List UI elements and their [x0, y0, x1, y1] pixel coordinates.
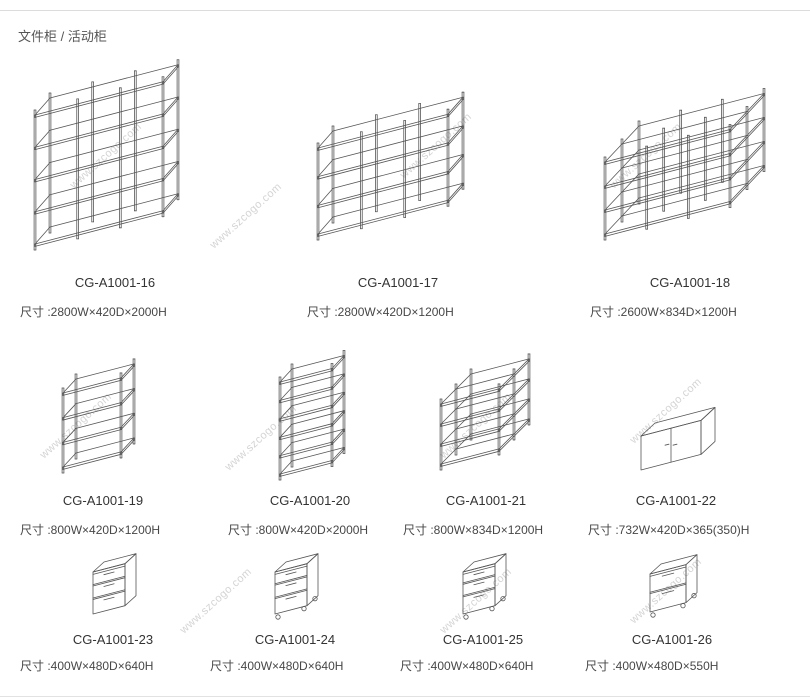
product-dims: 尺寸 :2800W×420D×2000H	[20, 305, 167, 319]
product-card-cg-a1001-18[interactable]: CG-A1001-18 尺寸 :2600W×834D×1200H	[575, 55, 805, 320]
product-dims: 尺寸 :2600W×834D×1200H	[590, 305, 737, 319]
product-card-cg-a1001-17[interactable]: CG-A1001-17 尺寸 :2800W×420D×1200H	[283, 55, 513, 320]
product-dims: 尺寸 :800W×834D×1200H	[403, 523, 544, 537]
product-code: CG-A1001-23	[72, 632, 154, 647]
product-card-cg-a1001-26[interactable]: CG-A1001-26 尺寸 :400W×480D×550H	[572, 552, 772, 674]
product-drawing-cg-a1001-17	[316, 91, 465, 241]
product-code: CG-A1001-22	[635, 493, 717, 508]
page-title: 文件柜 / 活动柜	[18, 29, 107, 44]
product-drawing-cg-a1001-23	[92, 553, 137, 615]
product-code: CG-A1001-17	[357, 275, 439, 290]
product-drawing-cg-a1001-19	[61, 358, 136, 474]
product-card-cg-a1001-22[interactable]: CG-A1001-22 尺寸 :732W×420D×365(350)H	[576, 340, 776, 538]
product-drawing-cg-a1001-24	[274, 553, 319, 620]
product-dims: 尺寸 :732W×420D×365(350)H	[588, 523, 750, 537]
product-drawing-cg-a1001-25	[462, 553, 507, 620]
product-dims: 尺寸 :400W×480D×640H	[400, 659, 534, 673]
product-code: CG-A1001-19	[62, 493, 144, 508]
product-card-cg-a1001-19[interactable]: CG-A1001-19 尺寸 :800W×420D×1200H	[3, 340, 203, 538]
product-card-cg-a1001-25[interactable]: CG-A1001-25 尺寸 :400W×480D×640H	[383, 552, 583, 674]
product-dims: 尺寸 :800W×420D×1200H	[20, 523, 161, 537]
product-card-cg-a1001-23[interactable]: CG-A1001-23 尺寸 :400W×480D×640H	[13, 552, 213, 674]
product-dims: 尺寸 :400W×480D×640H	[20, 659, 154, 673]
product-code: CG-A1001-25	[442, 632, 524, 647]
bottom-divider	[0, 696, 810, 697]
top-divider	[0, 10, 810, 11]
product-drawing-cg-a1001-16	[33, 59, 180, 251]
product-code: CG-A1001-21	[445, 493, 527, 508]
product-drawing-cg-a1001-26	[649, 554, 698, 618]
product-drawing-cg-a1001-22	[640, 407, 716, 471]
product-drawing-cg-a1001-20	[278, 350, 346, 481]
product-code: CG-A1001-24	[254, 632, 336, 647]
product-card-cg-a1001-16[interactable]: CG-A1001-16 尺寸 :2800W×420D×2000H	[0, 55, 230, 320]
product-drawing-cg-a1001-21	[439, 353, 531, 471]
product-dims: 尺寸 :400W×480D×550H	[585, 659, 719, 673]
product-dims: 尺寸 :2800W×420D×1200H	[307, 305, 454, 319]
product-dims: 尺寸 :800W×420D×2000H	[228, 523, 369, 537]
product-drawing-cg-a1001-18	[603, 88, 766, 241]
product-code: CG-A1001-16	[74, 275, 156, 290]
product-card-cg-a1001-24[interactable]: CG-A1001-24 尺寸 :400W×480D×640H	[195, 552, 395, 674]
product-card-cg-a1001-20[interactable]: CG-A1001-20 尺寸 :800W×420D×2000H	[210, 340, 410, 538]
product-code: CG-A1001-20	[269, 493, 351, 508]
product-dims: 尺寸 :400W×480D×640H	[210, 659, 344, 673]
product-code: CG-A1001-18	[649, 275, 731, 290]
product-code: CG-A1001-26	[631, 632, 713, 647]
product-card-cg-a1001-21[interactable]: CG-A1001-21 尺寸 :800W×834D×1200H	[386, 340, 586, 538]
